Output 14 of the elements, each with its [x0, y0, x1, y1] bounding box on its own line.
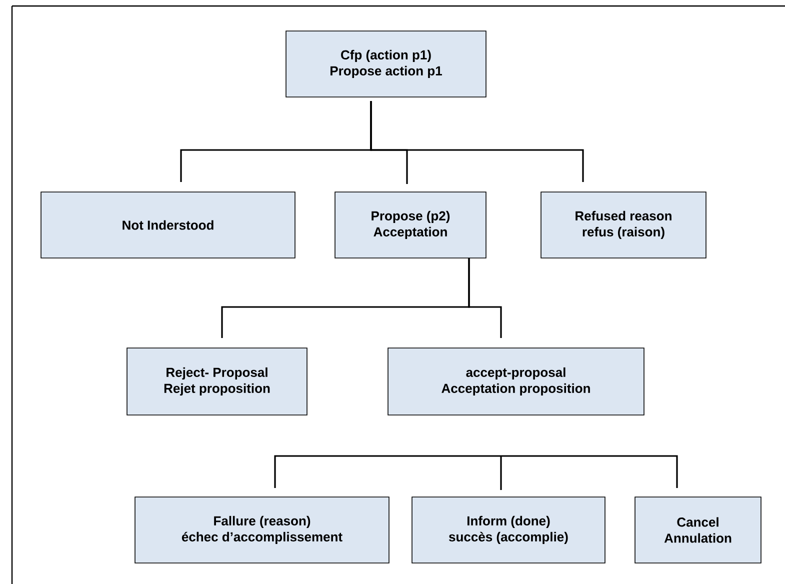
message-box: Not Inderstood	[40, 192, 296, 258]
message-box: Propose (p2) Acceptation	[334, 192, 486, 258]
connector	[370, 101, 584, 182]
connector	[274, 455, 501, 488]
connector	[468, 258, 502, 338]
message-box: Cancel Annulation	[634, 496, 762, 564]
message-box: Refused reason refus (raison)	[540, 192, 706, 258]
message-box: Fallure (reason) échec d’accomplissement	[134, 496, 390, 564]
connector	[501, 455, 678, 488]
message-box: Cfp (action p1) Propose action p1	[286, 30, 486, 98]
message-box: Inform (done) succès (accomplie)	[412, 496, 606, 564]
message-box: Reject- Proposal Rejet proposition	[126, 348, 308, 416]
message-box: accept-proposal Acceptation proposition	[388, 348, 644, 416]
connector	[500, 456, 502, 490]
